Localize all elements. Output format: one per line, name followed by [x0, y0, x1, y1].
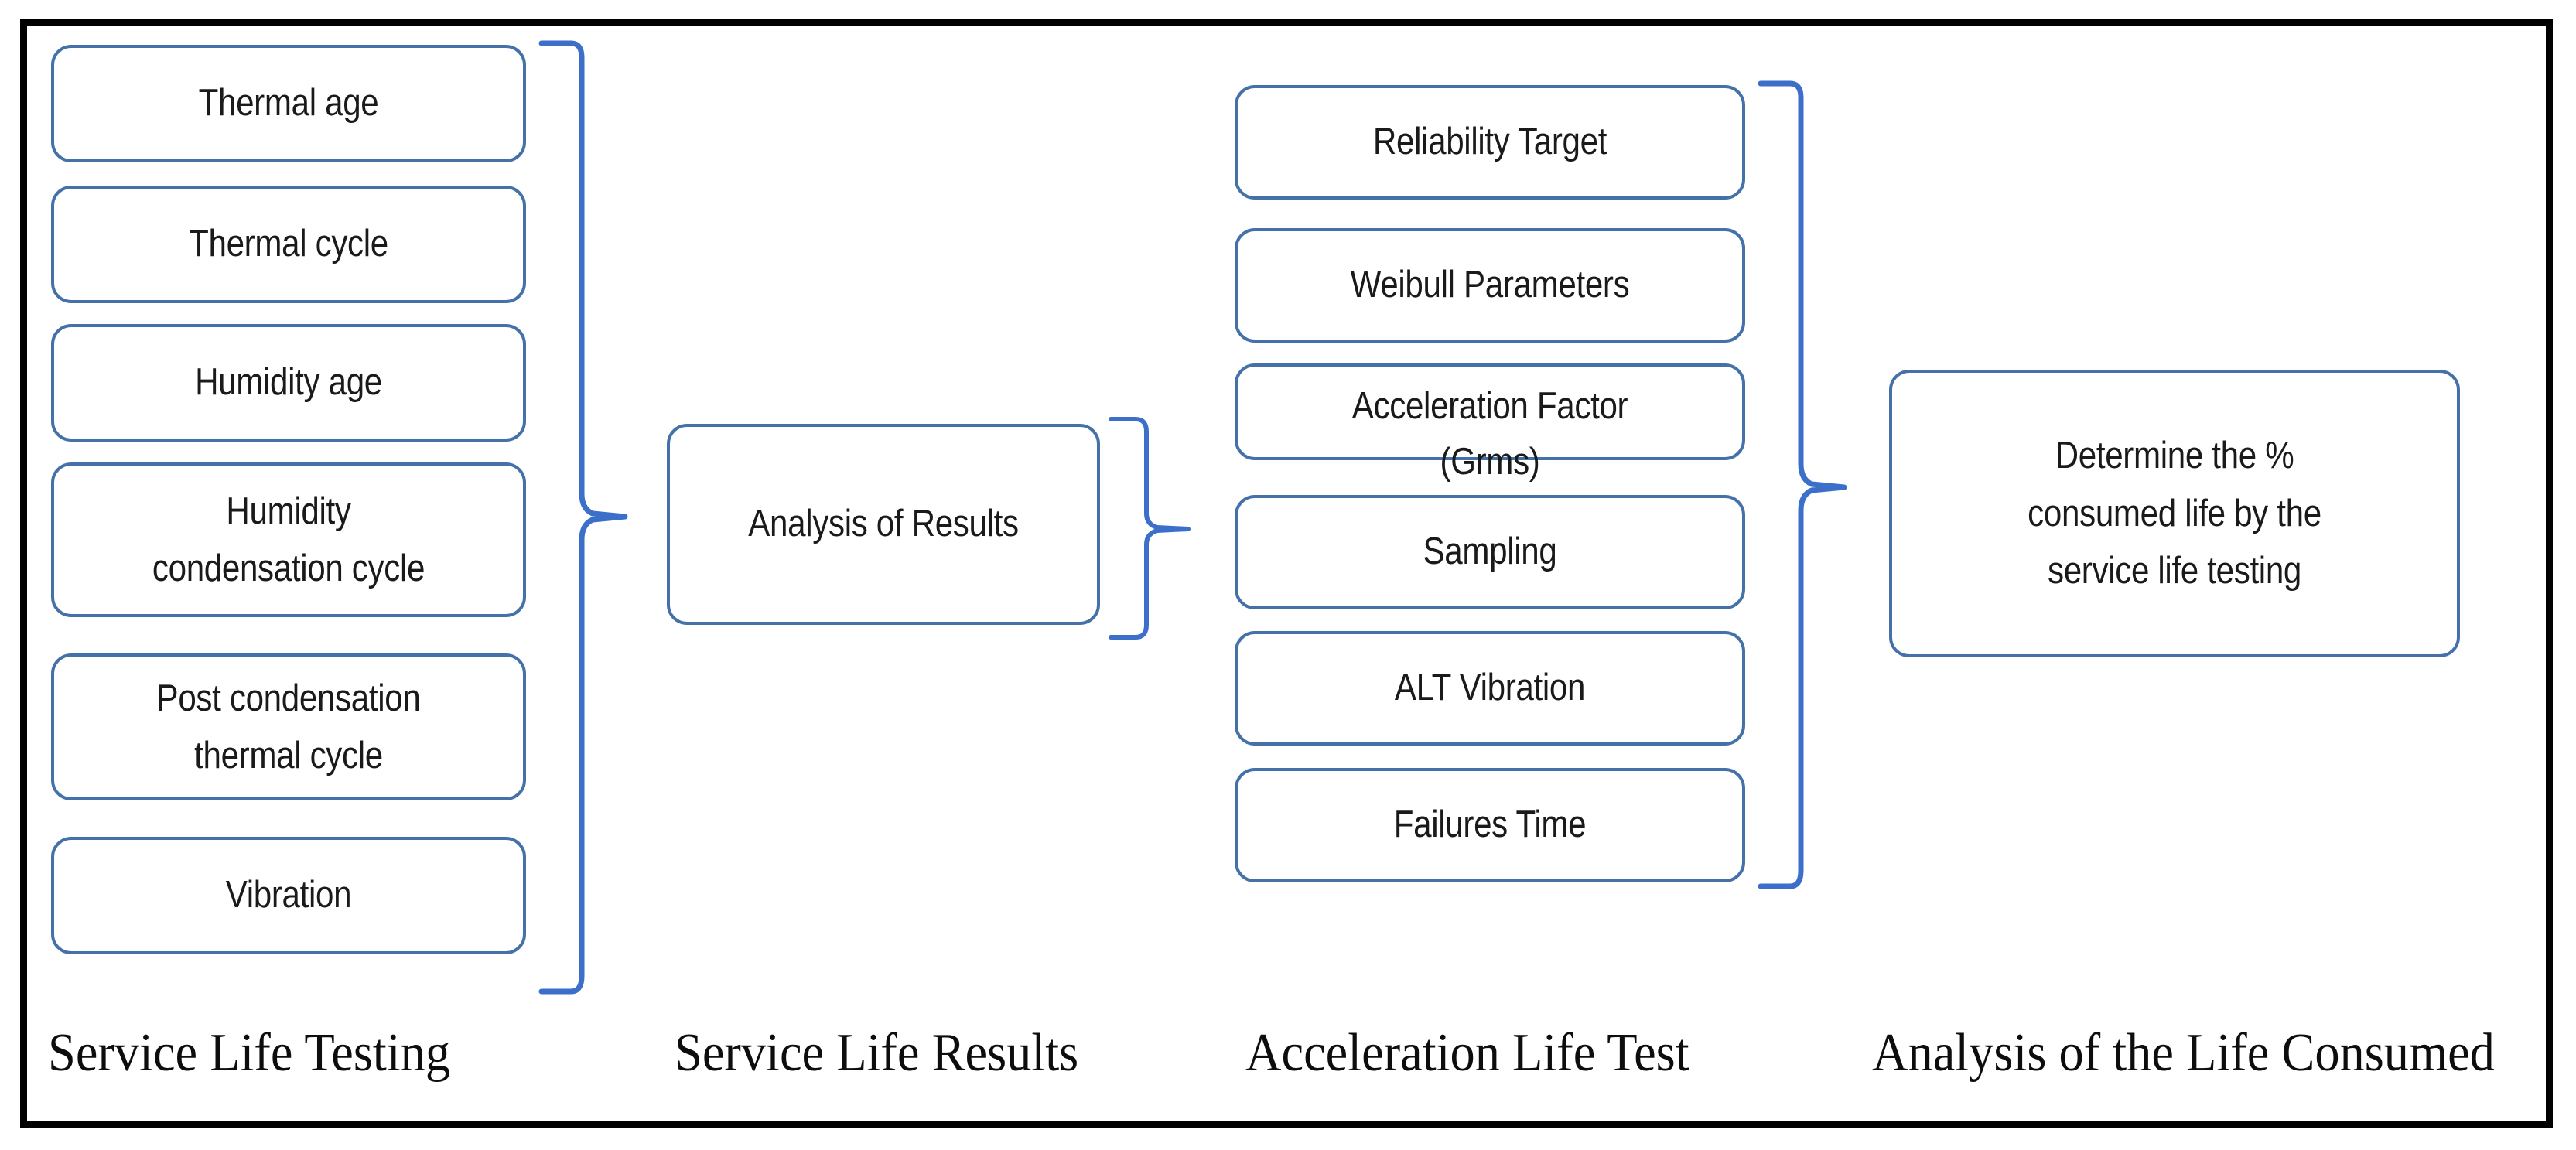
column-caption-acceleration-life-test: Acceleration Life Test — [1245, 1023, 1689, 1083]
process-box-weibull-parameters[interactable]: Weibull Parameters — [1235, 228, 1745, 343]
process-box-label-line1: Acceleration Factor — [1351, 385, 1628, 427]
process-box-label: Humidity age — [195, 361, 382, 404]
column-caption-service-life-results: Service Life Results — [675, 1023, 1079, 1083]
process-box-failures-time[interactable]: Failures Time — [1235, 768, 1745, 882]
process-box-label: Acceleration Factor (Grms) — [1283, 379, 1698, 490]
process-box-humidity-age[interactable]: Humidity age — [51, 324, 526, 442]
process-box-post-condensation-thermal-cycle[interactable]: Post condensation thermal cycle — [51, 653, 526, 800]
process-box-label-line2: consumed life by the — [2028, 492, 2321, 534]
process-box-thermal-age[interactable]: Thermal age — [51, 45, 526, 162]
column-caption-service-life-testing: Service Life Testing — [48, 1023, 451, 1083]
process-box-label: Analysis of Results — [748, 503, 1019, 545]
process-box-label-line2: (Grms) — [1440, 440, 1540, 483]
process-box-label: Humidity condensation cycle — [96, 483, 480, 598]
process-box-label: Vibration — [225, 874, 352, 916]
brace-col3-to-col4 — [1758, 80, 1847, 889]
process-box-label: ALT Vibration — [1394, 667, 1586, 709]
process-box-vibration[interactable]: Vibration — [51, 837, 526, 954]
process-box-determine-consumed-life[interactable]: Determine the % consumed life by the ser… — [1889, 370, 2460, 657]
process-box-label-line3: service life testing — [2047, 550, 2302, 592]
process-box-thermal-cycle[interactable]: Thermal cycle — [51, 186, 526, 303]
process-box-label: Post condensation thermal cycle — [96, 670, 480, 785]
process-box-acceleration-factor-grms[interactable]: Acceleration Factor (Grms) — [1235, 363, 1745, 483]
column-caption-analysis-of-the-life-consumed: Analysis of the Life Consumed — [1872, 1023, 2495, 1083]
brace-col2-to-col3 — [1109, 417, 1191, 640]
process-box-label: Determine the % consumed life by the ser… — [1941, 427, 2408, 599]
process-box-label: Thermal cycle — [189, 223, 388, 265]
process-box-label-line1: Humidity — [226, 490, 351, 532]
process-box-analysis-of-results[interactable]: Analysis of Results — [667, 424, 1100, 625]
process-box-reliability-target[interactable]: Reliability Target — [1235, 85, 1745, 200]
process-box-label-line1: Post condensation — [156, 677, 421, 719]
process-box-sampling[interactable]: Sampling — [1235, 495, 1745, 609]
process-box-label: Thermal age — [198, 82, 379, 125]
brace-col1-to-col2 — [538, 40, 628, 995]
process-box-label: Weibull Parameters — [1350, 264, 1630, 306]
process-box-label: Sampling — [1423, 531, 1557, 573]
process-box-humidity-condensation-cycle[interactable]: Humidity condensation cycle — [51, 462, 526, 617]
process-box-label-line2: condensation cycle — [152, 548, 425, 589]
process-box-label-line2: thermal cycle — [194, 735, 383, 776]
process-box-label-line1: Determine the % — [2055, 435, 2294, 477]
process-box-label: Reliability Target — [1372, 121, 1607, 163]
process-box-alt-vibration[interactable]: ALT Vibration — [1235, 631, 1745, 746]
process-box-label: Failures Time — [1393, 804, 1587, 846]
